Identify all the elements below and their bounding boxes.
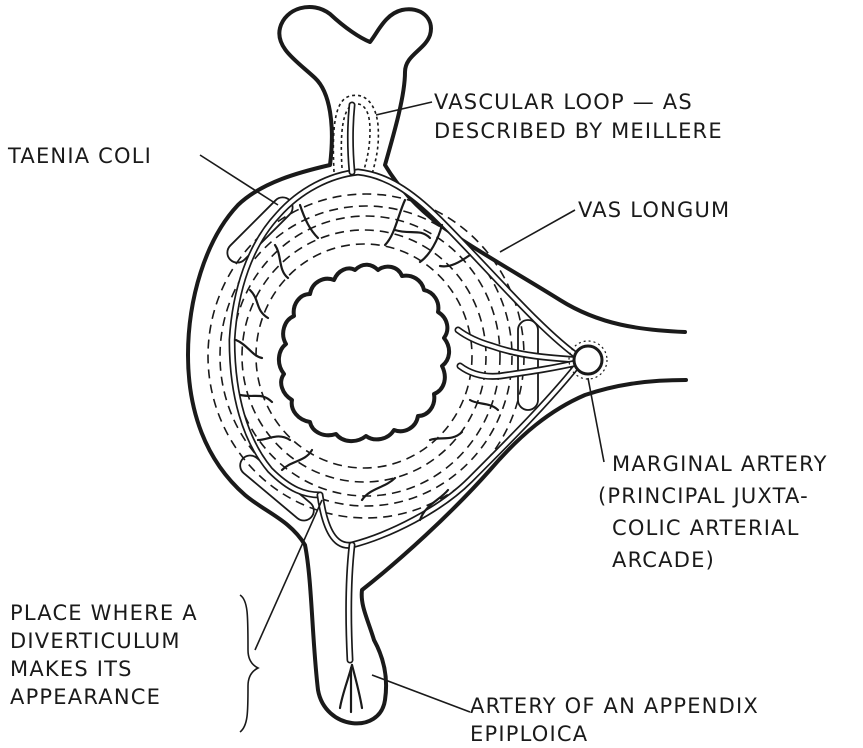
label-marginal-artery-line4: ARCADE): [612, 548, 715, 572]
colon-lumen: [279, 265, 449, 441]
label-appendix-line2: EPIPLOICA: [470, 722, 588, 746]
vascular-loop: [333, 95, 378, 175]
vasa-longa: [232, 105, 580, 660]
colon-outer-wall: [188, 7, 686, 723]
label-vascular-loop-line2: DESCRIBED BY MEILLERE: [434, 119, 723, 143]
label-vascular-loop-line1: VASCULAR LOOP — AS: [434, 90, 693, 114]
label-appendix-line1: ARTERY OF AN APPENDIX: [470, 694, 759, 718]
label-diverticulum-line1: PLACE WHERE A: [10, 601, 198, 625]
label-diverticulum-line3: MAKES ITS: [10, 657, 133, 681]
label-diverticulum-line4: APPEARANCE: [10, 685, 161, 709]
leader-taenia-coli: [200, 155, 278, 205]
brace-diverticulum: [240, 595, 258, 732]
label-marginal-artery-line1: MARGINAL ARTERY: [612, 452, 828, 476]
label-vas-longum: VAS LONGUM: [578, 198, 730, 222]
label-marginal-artery-line3: COLIC ARTERIAL: [612, 516, 800, 540]
label-diverticulum-line2: DIVERTICULUM: [10, 629, 181, 653]
leader-vas-longum: [500, 210, 575, 252]
label-taenia-coli: TAENIA COLI: [7, 144, 152, 168]
label-marginal-artery-line2: (PRINCIPAL JUXTA-: [598, 484, 809, 508]
leader-vascular-loop: [376, 102, 432, 115]
